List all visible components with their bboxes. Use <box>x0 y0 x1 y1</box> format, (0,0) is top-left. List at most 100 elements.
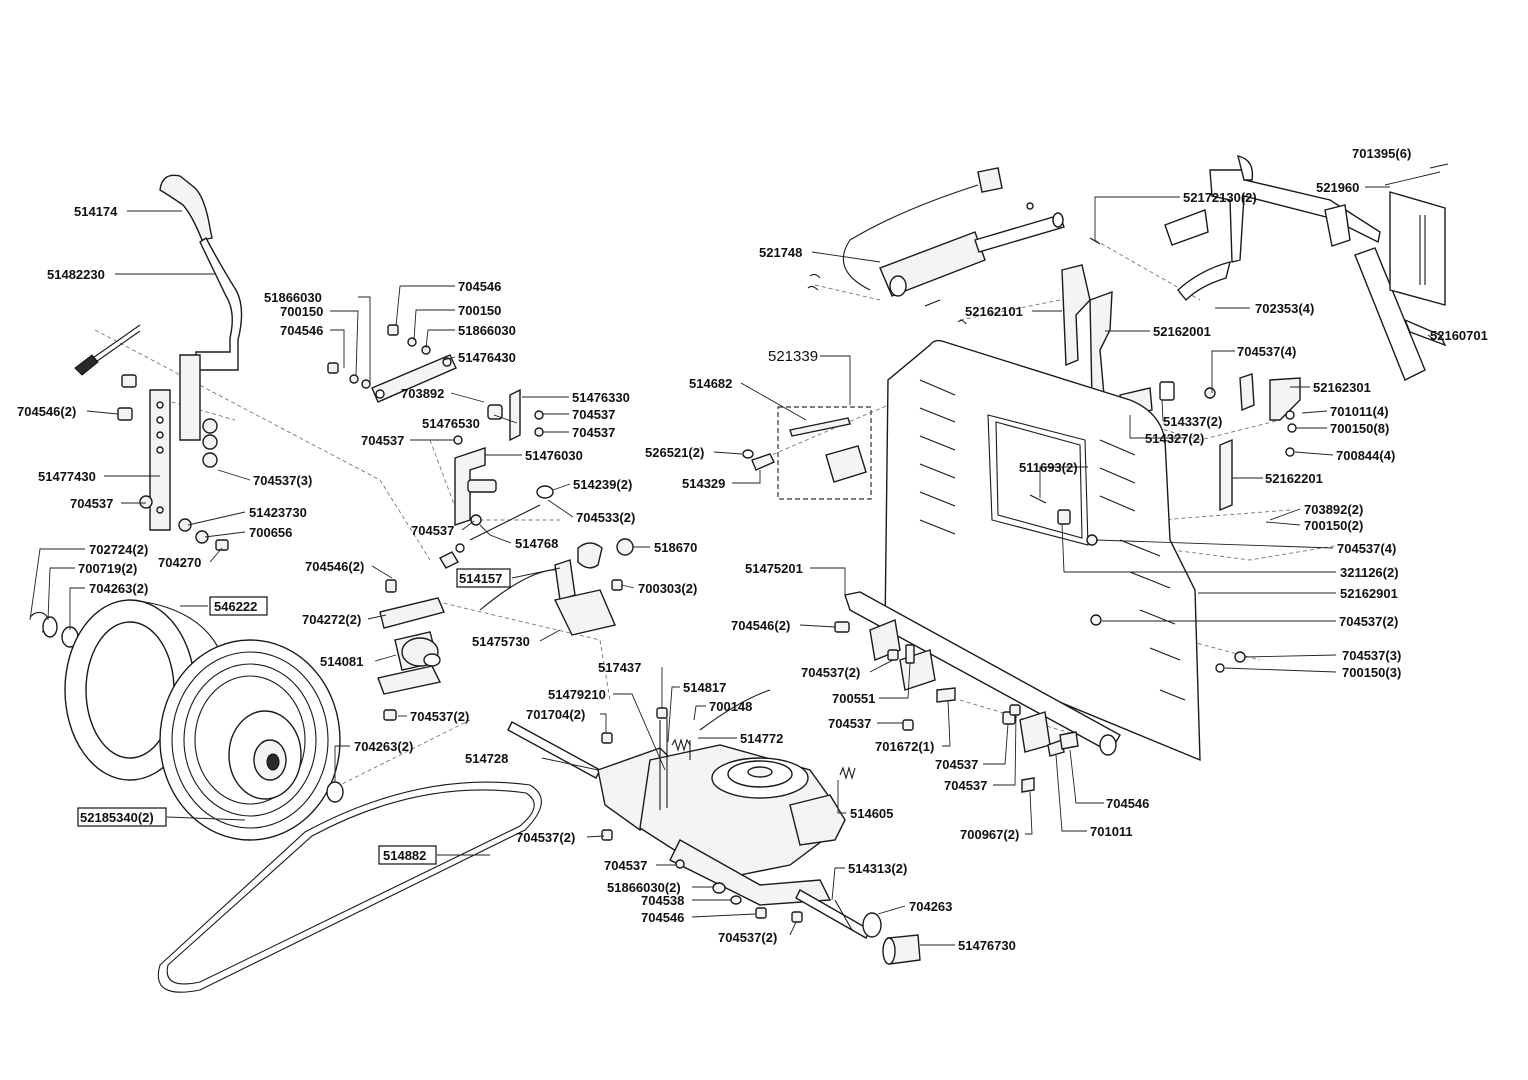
label-514174: 514174 <box>74 204 118 219</box>
label-51476430: 51476430 <box>458 350 516 365</box>
deck-lift-assembly <box>1061 155 1449 512</box>
label-517437: 517437 <box>598 660 641 675</box>
label-704263-2: 704263(2) <box>89 581 148 596</box>
label-51477430: 51477430 <box>38 469 96 484</box>
label-51866030: 51866030 <box>264 290 322 305</box>
label-700551: 700551 <box>832 691 875 706</box>
label-521748: 521748 <box>759 245 802 260</box>
label-51476330: 51476330 <box>572 390 630 405</box>
actuator-521748 <box>807 167 1101 325</box>
label-52160701: 52160701 <box>1430 328 1488 343</box>
label-700967-2: 700967(2) <box>960 827 1019 842</box>
label-704537-e: 704537 <box>411 523 454 538</box>
label-704537-2-d: 704537(2) <box>1339 614 1398 629</box>
label-703892: 703892 <box>401 386 444 401</box>
label-518670: 518670 <box>654 540 697 555</box>
label-321126-2: 321126(2) <box>1340 565 1399 580</box>
label-52172130-2: 52172130(2) <box>1183 190 1257 205</box>
drive-belt <box>157 781 542 993</box>
label-51866030-b: 51866030 <box>458 323 516 338</box>
label-52162101: 52162101 <box>965 304 1023 319</box>
label-700150-3: 700150(3) <box>1342 665 1401 680</box>
label-704537-g: 704537 <box>828 716 871 731</box>
label-704533-2: 704533(2) <box>576 510 635 525</box>
label-52162301: 52162301 <box>1313 380 1371 395</box>
control-lever-assembly <box>74 174 243 551</box>
kit-521339 <box>742 406 872 500</box>
label-704537-3: 704537(3) <box>253 473 312 488</box>
label-704546-2: 704546(2) <box>17 404 76 419</box>
label-704270: 704270 <box>158 555 201 570</box>
frame-bar-51475201 <box>834 591 1246 793</box>
label-51476530: 51476530 <box>422 416 480 431</box>
part-labels: 514174 51482230 704546(2) 51477430 70453… <box>17 146 1488 953</box>
label-701704-2: 701704(2) <box>526 707 585 722</box>
label-704546: 704546 <box>280 323 323 338</box>
label-700150-8: 700150(8) <box>1330 421 1389 436</box>
label-704272-2: 704272(2) <box>302 612 361 627</box>
label-704537-d: 704537 <box>361 433 404 448</box>
label-51866030-2: 51866030(2) <box>607 880 681 895</box>
label-700719-2: 700719(2) <box>78 561 137 576</box>
label-704537-i: 704537 <box>944 778 987 793</box>
label-546222: 546222 <box>214 599 257 614</box>
label-704537-c: 704537 <box>572 425 615 440</box>
label-704537-f: 704537 <box>604 858 647 873</box>
label-704546-d: 704546 <box>1106 796 1149 811</box>
label-704537: 704537 <box>70 496 113 511</box>
label-514239-2: 514239(2) <box>573 477 632 492</box>
label-703892-2: 703892(2) <box>1304 502 1363 517</box>
label-52162201: 52162201 <box>1265 471 1323 486</box>
label-514728: 514728 <box>465 751 508 766</box>
label-514817: 514817 <box>683 680 726 695</box>
label-51475201: 51475201 <box>745 561 803 576</box>
label-704537-2-b: 704537(2) <box>516 830 575 845</box>
label-701011: 701011 <box>1090 824 1133 839</box>
linkage-assembly <box>327 324 554 569</box>
label-704537-2-e: 704537(2) <box>801 665 860 680</box>
label-51476730: 51476730 <box>958 938 1016 953</box>
label-704546-2-c: 704546(2) <box>731 618 790 633</box>
label-52162001: 52162001 <box>1153 324 1211 339</box>
label-514313-2: 514313(2) <box>848 861 907 876</box>
label-701011-4: 701011(4) <box>1330 404 1389 419</box>
label-704546-c: 704546 <box>641 910 684 925</box>
rear-wheels <box>29 599 344 841</box>
leader-lines <box>29 171 1441 946</box>
label-704537-b: 704537 <box>572 407 615 422</box>
label-704537-2-c: 704537(2) <box>718 930 777 945</box>
label-702353-4: 702353(4) <box>1255 301 1314 316</box>
label-514768: 514768 <box>515 536 558 551</box>
label-704263: 704263 <box>909 899 952 914</box>
label-704263-2-b: 704263(2) <box>354 739 413 754</box>
label-51423730: 51423730 <box>249 505 307 520</box>
label-702724-2: 702724(2) <box>89 542 148 557</box>
label-704546-2-b: 704546(2) <box>305 559 364 574</box>
label-521339: 521339 <box>768 348 818 365</box>
label-514337-2: 514337(2) <box>1163 414 1222 429</box>
label-700150-b: 700150 <box>458 303 501 318</box>
label-514682: 514682 <box>689 376 732 391</box>
label-514329: 514329 <box>682 476 725 491</box>
label-51482230: 51482230 <box>47 267 105 282</box>
label-704538: 704538 <box>641 893 684 908</box>
label-700150-2: 700150(2) <box>1304 518 1363 533</box>
label-526521-2: 526521(2) <box>645 445 704 460</box>
label-700148: 700148 <box>709 699 752 714</box>
label-514605: 514605 <box>850 806 893 821</box>
label-514157: 514157 <box>459 571 502 586</box>
label-704537-2: 704537(2) <box>410 709 469 724</box>
label-701672-1: 701672(1) <box>875 739 934 754</box>
label-52185340-2: 52185340(2) <box>80 810 154 825</box>
label-700303-2: 700303(2) <box>638 581 697 596</box>
label-700150: 700150 <box>280 304 323 319</box>
label-521960: 521960 <box>1316 180 1359 195</box>
label-514081: 514081 <box>320 654 363 669</box>
label-51475730: 51475730 <box>472 634 530 649</box>
pedal-bracket <box>479 538 634 636</box>
label-704546-b: 704546 <box>458 279 501 294</box>
label-514882: 514882 <box>383 848 426 863</box>
label-700656: 700656 <box>249 525 292 540</box>
transaxle <box>507 689 921 965</box>
